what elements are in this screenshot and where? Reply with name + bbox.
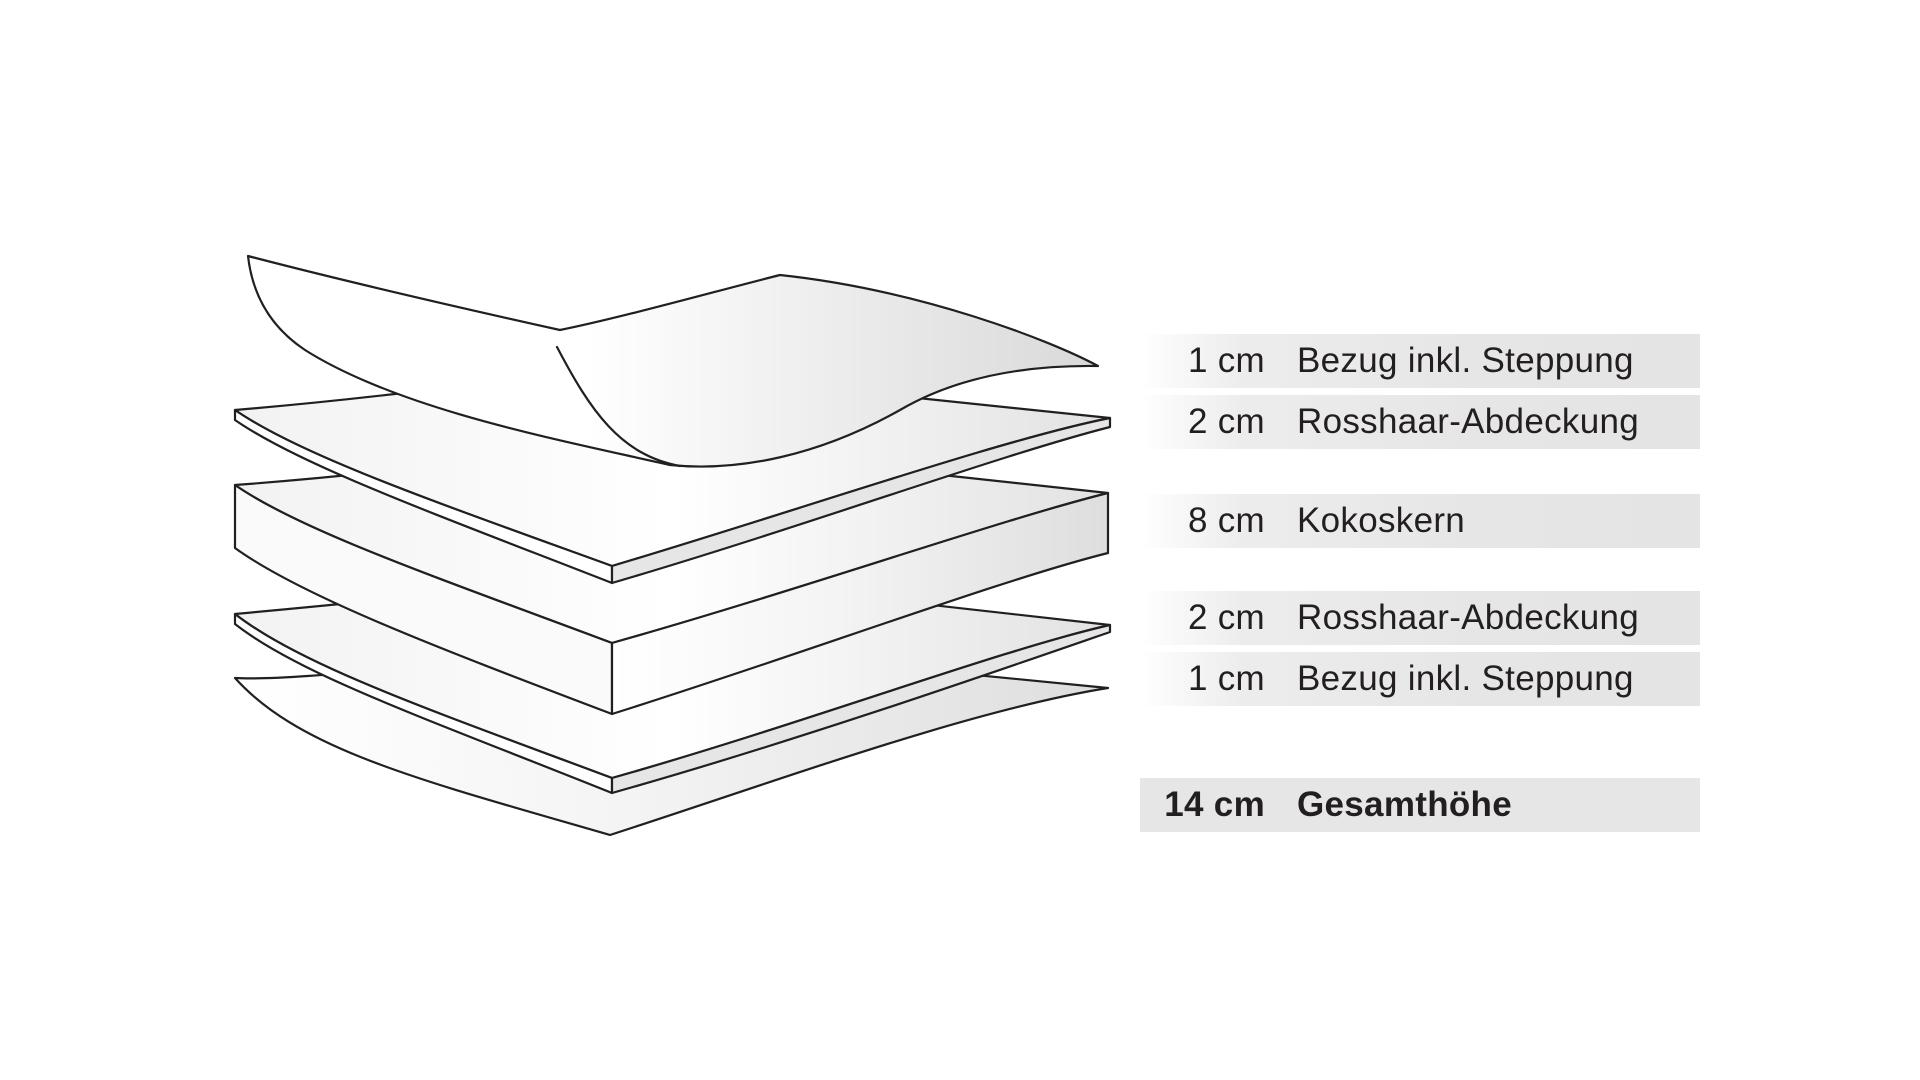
layer-thickness: 8 cm [1187, 501, 1265, 540]
legend-row-layer-4: 2 cm Rosshaar-Abdeckung [1140, 591, 1700, 645]
legend-row-layer-1: 1 cm Bezug inkl. Steppung [1140, 334, 1700, 388]
total-label: Gesamthöhe [1297, 785, 1512, 824]
legend-row-layer-5: 1 cm Bezug inkl. Steppung [1140, 652, 1700, 706]
legend-bar [1140, 395, 1700, 449]
legend-row-total: 14 cm Gesamthöhe [1140, 778, 1700, 832]
legend-row-layer-3: 8 cm Kokoskern [1140, 494, 1700, 548]
legend-bar [1140, 591, 1700, 645]
legend-bar [1140, 652, 1700, 706]
layer-thickness: 1 cm [1187, 659, 1265, 698]
legend-bar-total [1140, 778, 1700, 832]
layer-thickness: 2 cm [1187, 598, 1265, 637]
layer-top-cover-curl [246, 254, 1100, 468]
layer-name: Rosshaar-Abdeckung [1297, 598, 1639, 637]
legend-bar [1140, 334, 1700, 388]
legend-row-layer-2: 2 cm Rosshaar-Abdeckung [1140, 395, 1700, 449]
total-thickness: 14 cm [1164, 785, 1265, 824]
legend-bar [1140, 494, 1700, 548]
layer-name: Kokoskern [1297, 501, 1466, 540]
layer-name: Rosshaar-Abdeckung [1297, 402, 1639, 441]
layer-thickness: 1 cm [1187, 341, 1265, 380]
layer-name: Bezug inkl. Steppung [1297, 659, 1634, 698]
layer-name: Bezug inkl. Steppung [1297, 341, 1634, 380]
layer-thickness: 2 cm [1187, 402, 1265, 441]
